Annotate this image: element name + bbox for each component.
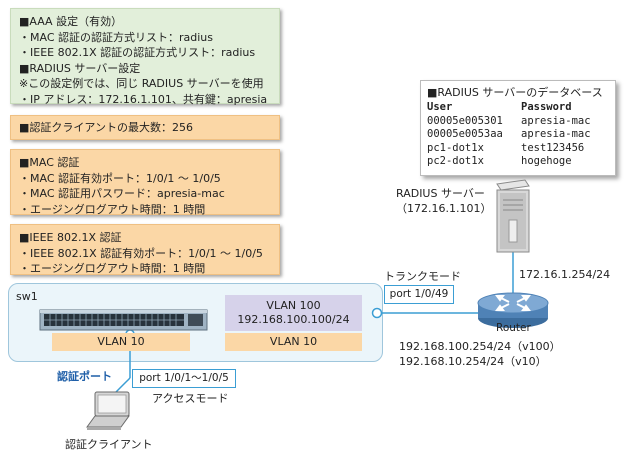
mac-auth-note: ■MAC 認証 ・MAC 認証有効ポート：1/0/1 ～ 1/0/5 ・MAC … [10, 149, 280, 216]
router-ip-v100: 192.168.100.254/24（v100） [399, 340, 561, 353]
user-cell: pc2-dot1x [427, 155, 484, 167]
max-clients-note: ■認証クライアントの最大数：256 [10, 115, 280, 140]
router-uplink-ip: 172.16.1.254/24 [519, 268, 611, 281]
trunk-port-box: port 1/0/49 [384, 285, 454, 304]
dot1x-note: ■IEEE 802.1X 認証 ・IEEE 802.1X 認証有効ポート：1/0… [10, 224, 280, 275]
table-header-row: User Password [427, 101, 591, 115]
vlan10-right-bar: VLAN 10 [225, 333, 362, 351]
auth-port-label: 認証ポート [57, 370, 112, 383]
note-line: ・IEEE 802.1X 認証有効ポート：1/0/1 ～ 1/0/5 [19, 246, 263, 260]
router-label: Router [496, 322, 531, 334]
access-port-box: port 1/0/1～1/0/5 [132, 369, 236, 388]
access-mode-label: アクセスモード [152, 392, 229, 405]
trunk-port-marker [371, 307, 383, 319]
aaa-config-note: ■AAA 設定（有効） ・MAC 認証の認証方式リスト：radius ・IEEE… [10, 8, 280, 106]
note-line: ・IP アドレス：172.16.1.101、共有鍵：apresia [19, 92, 268, 106]
router-icon [477, 292, 549, 328]
table-row: pc2-dot1x hogehoge [427, 155, 591, 169]
note-line: ・MAC 認証有効ポート：1/0/1 ～ 1/0/5 [19, 171, 221, 185]
trunk-mode-label: トランクモード [384, 270, 461, 283]
table-row: 00005e005301 apresia-mac [427, 115, 591, 129]
radius-server-label: RADIUS サーバー [396, 187, 485, 200]
laptop-icon [86, 391, 130, 430]
user-cell: 00005e005301 [427, 114, 503, 127]
vlan100-box: VLAN 100 192.168.100.100/24 [225, 295, 362, 331]
vlan100-ip: 192.168.100.100/24 [237, 313, 350, 326]
user-cell: 00005e0053aa [427, 128, 503, 140]
user-cell: pc1-dot1x [427, 141, 484, 154]
auth-client-label: 認証クライアント [65, 438, 153, 451]
column-header-password: Password [521, 101, 572, 113]
password-cell: test123456 [521, 141, 585, 154]
radius-database-title: ■RADIUS サーバーのデータベース [427, 86, 603, 99]
note-line: ※この設定例では、同じ RADIUS サーバーを使用 [19, 77, 264, 90]
radius-database-panel: ■RADIUS サーバーのデータベース User Password 00005e… [420, 80, 616, 176]
password-cell: apresia-mac [521, 114, 591, 127]
sw1-label: sw1 [16, 290, 38, 303]
note-line: ・MAC 認証の認証方式リスト：radius [19, 30, 214, 44]
server-icon [496, 179, 530, 253]
router-ip-v10: 192.168.10.254/24（v10） [399, 355, 547, 368]
column-header-user: User [427, 101, 453, 113]
note-line: ・IEEE 802.1X 認証の認証方式リスト：radius [19, 46, 256, 59]
note-line: ■AAA 設定（有効） [19, 15, 123, 28]
note-line: ・エージングログアウト時間：1 時間 [19, 262, 206, 275]
note-line: ・MAC 認証用パスワード：apresia-mac [19, 187, 225, 200]
access-link-diagonal [113, 377, 131, 395]
table-row: 00005e0053aa apresia-mac [427, 128, 591, 142]
note-line: ■MAC 認証 [19, 156, 80, 169]
note-line: ■認証クライアントの最大数：256 [19, 121, 193, 134]
switch-icon [39, 309, 208, 331]
table-row: pc1-dot1x test123456 [427, 142, 591, 156]
vlan10-left-bar: VLAN 10 [52, 333, 190, 351]
radius-database-table: User Password 00005e005301 apresia-mac 0… [427, 101, 591, 169]
password-cell: apresia-mac [521, 128, 591, 140]
vlan100-name: VLAN 100 [266, 299, 321, 312]
note-line: ■IEEE 802.1X 認証 [19, 231, 122, 244]
note-line: ・エージングログアウト時間：1 時間 [19, 202, 206, 216]
note-line: ■RADIUS サーバー設定 [19, 61, 141, 75]
radius-server-ip: （172.16.1.101） [396, 202, 492, 215]
password-cell: hogehoge [521, 155, 572, 167]
